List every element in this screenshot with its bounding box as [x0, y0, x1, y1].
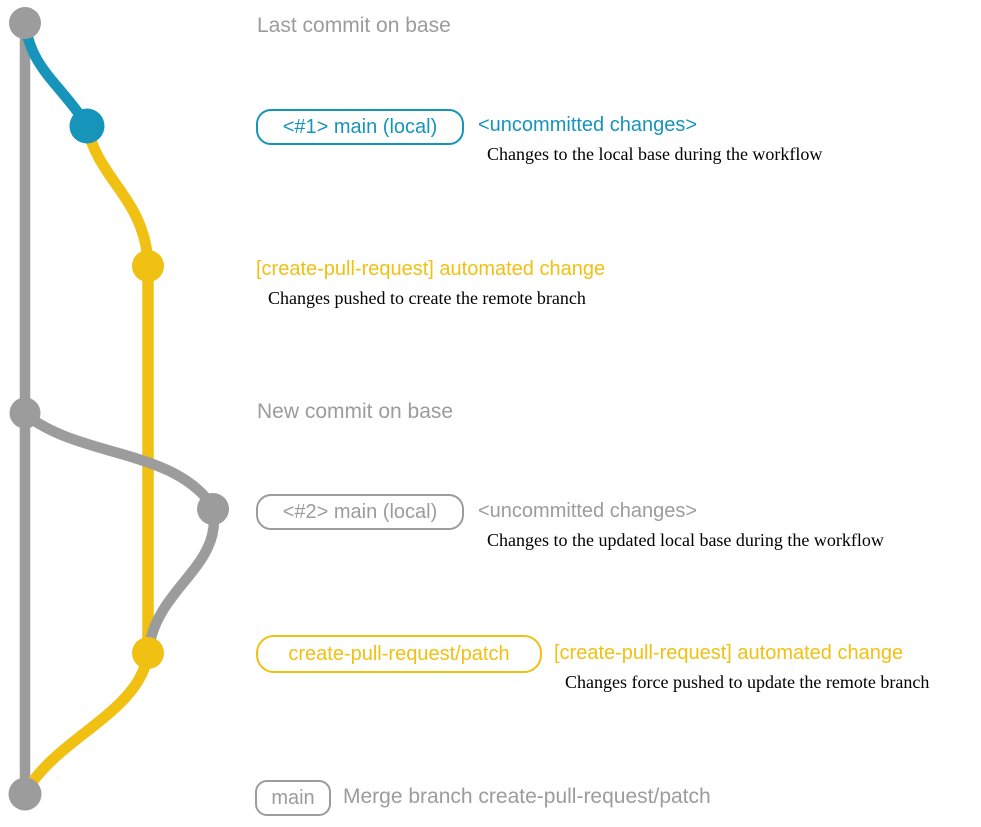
branch-badge-main-label: main	[271, 786, 315, 809]
branch-badge-create-pull-request-patch: create-pull-request/patch	[256, 635, 542, 673]
label-last-commit-on-base: Last commit on base	[257, 14, 451, 37]
branch-badge-main-local-1: <#1> main (local)	[256, 109, 464, 145]
branch-badge-main: main	[255, 780, 331, 816]
branch-badge-main-local-1-label: <#1> main (local)	[282, 115, 438, 138]
commit-node-local-main-2	[197, 493, 229, 525]
commit-node-merge	[8, 777, 42, 811]
desc-uncommitted-changes-2: Changes to the updated local base during…	[487, 530, 884, 550]
label-new-commit-on-base: New commit on base	[257, 400, 454, 423]
rebase-curve-to-local-main-2	[19, 408, 217, 510]
desc-automated-change-2: Changes force pushed to update the remot…	[565, 672, 930, 692]
label-automated-change-2: [create-pull-request] automated change	[554, 642, 904, 664]
commit-node-local-main-1	[69, 108, 105, 144]
branch-badge-create-pull-request-patch-label: create-pull-request/patch	[288, 642, 510, 665]
label-merge-branch: Merge branch create-pull-request/patch	[343, 785, 711, 808]
local-main-branch-line	[19, 17, 90, 127]
branch-badge-main-local-2-label: <#2> main (local)	[282, 500, 438, 523]
desc-automated-change-1: Changes pushed to create the remote bran…	[268, 288, 586, 308]
commit-node-last-base	[9, 7, 41, 39]
label-uncommitted-changes-1: <uncommitted changes>	[478, 114, 698, 136]
patch-branch-curve-top	[81, 120, 154, 268]
commit-node-automated-change-2	[132, 637, 164, 669]
commit-node-automated-change-1	[132, 250, 164, 282]
label-automated-change-1: [create-pull-request] automated change	[256, 258, 606, 280]
label-uncommitted-changes-2: <uncommitted changes>	[478, 500, 698, 522]
patch-branch-merge-curve	[20, 647, 154, 798]
desc-uncommitted-changes-1: Changes to the local base during the wor…	[487, 144, 823, 164]
branch-badge-main-local-2: <#2> main (local)	[256, 494, 464, 530]
commit-node-new-base	[9, 397, 41, 429]
rebase-curve-to-patch	[143, 503, 220, 654]
